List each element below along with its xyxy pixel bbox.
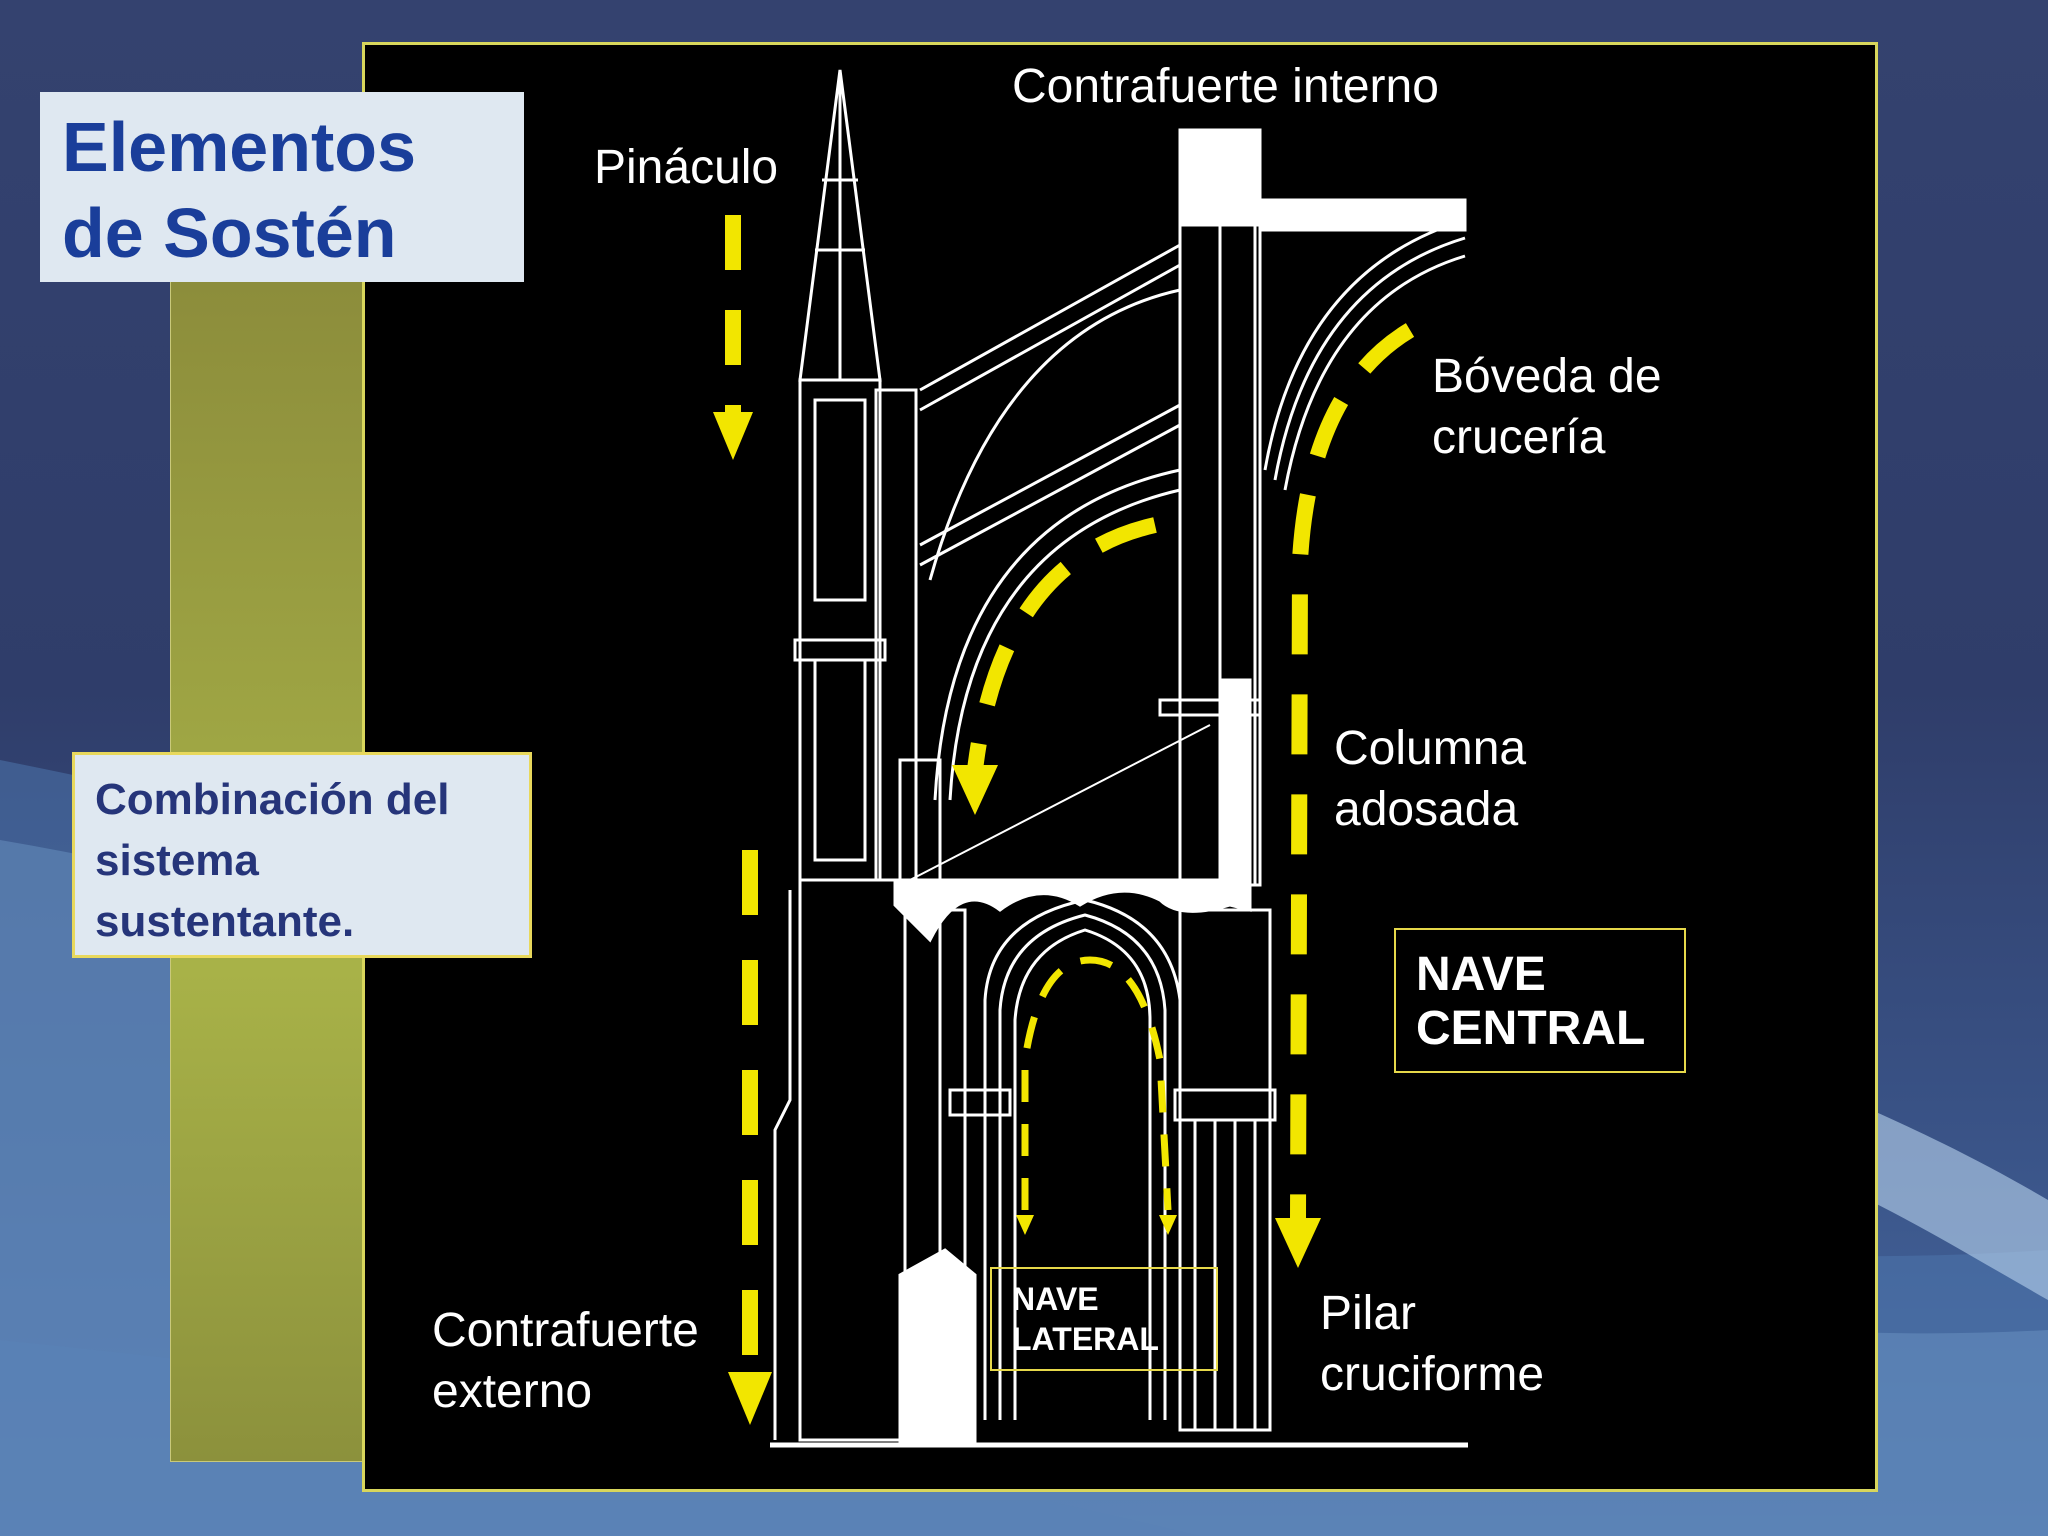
flying-buttress-arrow — [967, 517, 1157, 771]
diagram-panel — [362, 42, 1878, 1492]
nave-central-line-1: NAVE — [1416, 948, 1546, 1001]
side-aisle-arrow — [1021, 956, 1172, 1211]
label-columna-line-2: adosada — [1334, 783, 1519, 836]
label-pinaculo: Pináculo — [594, 141, 779, 194]
label-boveda-line-2: crucería — [1432, 411, 1606, 464]
label-pilar-line-1: Pilar — [1320, 1287, 1417, 1340]
nave-central-box: NAVE CENTRAL — [1394, 928, 1686, 1073]
nave-central-line-2: CENTRAL — [1416, 1002, 1646, 1055]
title-line-1: Elementos — [62, 108, 416, 186]
nave-lateral-line-2: LATERAL — [1012, 1321, 1159, 1357]
label-columna-line-1: Columna — [1334, 722, 1527, 775]
subtitle-line-3: sustentante. — [95, 897, 355, 946]
label-contrafuerte-ext-line-2: externo — [432, 1365, 593, 1418]
label-boveda-line-1: Bóveda de — [1432, 350, 1662, 403]
label-pilar-line-2: cruciforme — [1320, 1348, 1545, 1401]
load-arrows — [713, 215, 1415, 1425]
label-contrafuerte-interno: Contrafuerte interno — [1012, 60, 1439, 113]
subtitle-box: Combinación del sistema sustentante. — [72, 752, 532, 958]
title-line-2: de Sostén — [62, 194, 397, 272]
central-vault-arrow — [1290, 323, 1415, 1221]
label-contrafuerte-ext-line-1: Contrafuerte — [432, 1304, 699, 1357]
subtitle-line-1: Combinación del — [95, 775, 450, 824]
nave-lateral-line-1: NAVE — [1012, 1281, 1099, 1317]
nave-lateral-box: NAVE LATERAL — [990, 1267, 1218, 1371]
title-box: Elementos de Sostén — [40, 92, 524, 282]
cathedral-drawing — [770, 69, 1468, 1448]
subtitle-line-2: sistema — [95, 836, 259, 885]
